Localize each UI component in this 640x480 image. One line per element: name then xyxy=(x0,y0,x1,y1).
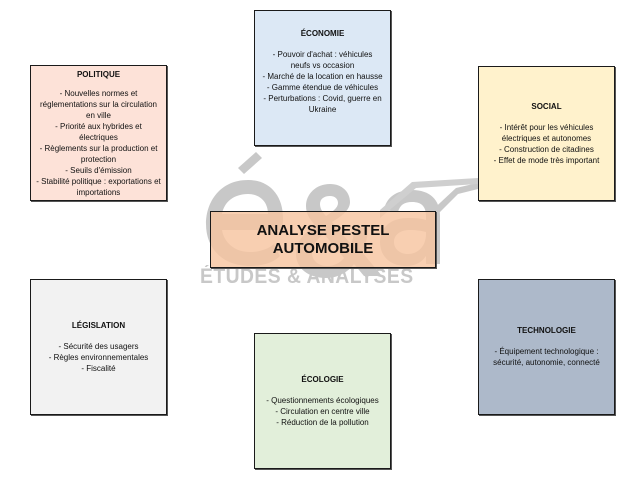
box-ecologie-lines: - Questionnements écologiques - Circulat… xyxy=(266,395,379,428)
box-economie: ÉCONOMIE - Pouvoir d'achat : véhicules n… xyxy=(254,10,391,146)
box-economie-title: ÉCONOMIE xyxy=(300,29,345,38)
box-politique-title: POLITIQUE xyxy=(76,70,121,79)
box-legislation: LÉGISLATION - Sécurité des usagers - Règ… xyxy=(30,279,167,415)
list-item: - Perturbations : Covid, guerre en Ukrai… xyxy=(263,94,382,114)
list-item: - Intérêt pour les véhicules électriques… xyxy=(499,122,594,143)
list-item: - Circulation en centre ville xyxy=(275,406,370,416)
box-technologie-lines: - Équipement technologique : sécurité, a… xyxy=(483,346,610,368)
list-item: - Règlements sur la production et protec… xyxy=(39,144,158,164)
center-title-line2: AUTOMOBILE xyxy=(272,239,374,257)
list-item: - Stabilité politique : exportations et … xyxy=(36,177,161,197)
list-item: - Règles environnementales xyxy=(48,352,149,362)
center-title-box: ANALYSE PESTEL AUTOMOBILE xyxy=(210,211,436,268)
list-item: - Fiscalité xyxy=(81,363,116,373)
list-item: - Priorité aux hybrides et électriques xyxy=(55,122,142,142)
list-item: - Marché de la location en hausse xyxy=(262,72,383,81)
list-item: - Réduction de la pollution xyxy=(276,417,369,427)
box-economie-lines: - Pouvoir d'achat : véhicules neufs vs o… xyxy=(259,49,386,115)
box-social-lines: - Intérêt pour les véhicules électriques… xyxy=(483,122,610,166)
box-legislation-title: LÉGISLATION xyxy=(71,320,126,330)
box-politique: POLITIQUE - Nouvelles normes et réglemen… xyxy=(30,65,167,201)
box-ecologie: ÉCOLOGIE - Questionnements écologiques -… xyxy=(254,333,391,469)
box-social: SOCIAL - Intérêt pour les véhicules élec… xyxy=(478,66,615,201)
watermark-text: ÉTUDES & ANALYSES xyxy=(200,265,414,288)
list-item: - Équipement technologique : sécurité, a… xyxy=(493,347,600,367)
list-item: - Questionnements écologiques xyxy=(266,395,379,405)
list-item: - Seuils d'émission xyxy=(65,166,132,175)
box-legislation-lines: - Sécurité des usagers - Règles environn… xyxy=(49,341,149,374)
box-technologie-title: TECHNOLOGIE xyxy=(517,326,576,335)
list-item: - Effet de mode très important xyxy=(493,155,600,165)
box-social-title: SOCIAL xyxy=(531,101,562,111)
list-item: - Construction de citadines xyxy=(499,144,594,154)
list-item: - Nouvelles normes et réglementations su… xyxy=(40,89,157,120)
list-item: - Sécurité des usagers xyxy=(58,341,139,351)
box-technologie: TECHNOLOGIE - Équipement technologique :… xyxy=(478,279,615,415)
list-item: - Pouvoir d'achat : véhicules neufs vs o… xyxy=(272,50,373,70)
box-ecologie-title: ÉCOLOGIE xyxy=(301,374,344,384)
center-title-line1: ANALYSE PESTEL xyxy=(256,221,390,239)
list-item: - Gamme étendue de véhicules xyxy=(266,83,379,92)
box-politique-lines: - Nouvelles normes et réglementations su… xyxy=(35,88,162,198)
